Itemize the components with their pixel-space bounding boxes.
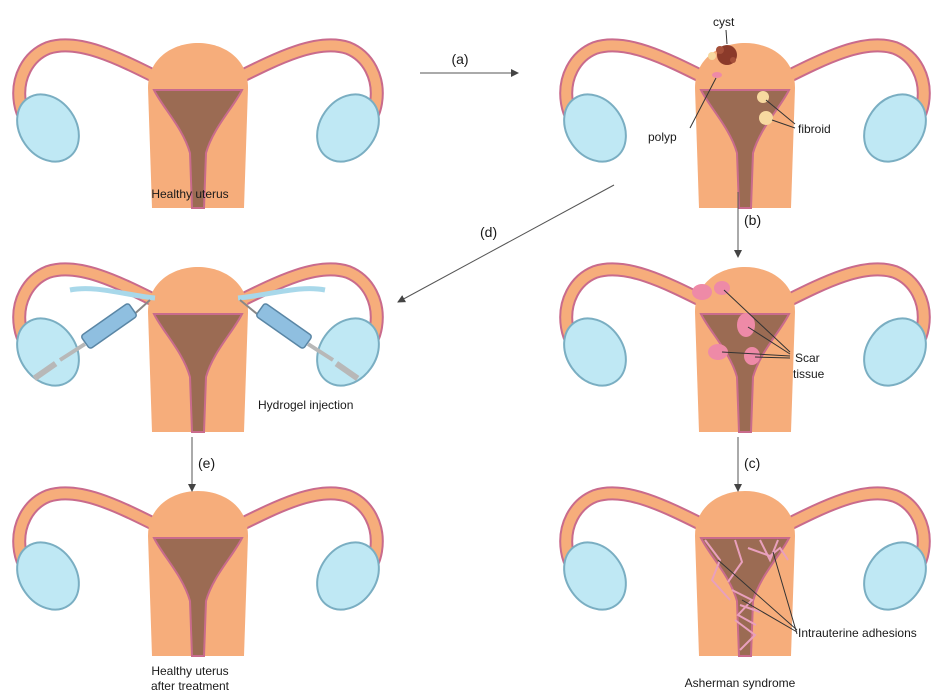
- step-b-label: (b): [744, 212, 761, 228]
- adhesion-label: Intrauterine adhesions: [798, 626, 917, 640]
- panel-diseased-uterus: cyst polyp fibroid: [551, 15, 938, 208]
- scar-label-line2: tissue: [793, 367, 825, 381]
- treated-caption-line2: after treatment: [151, 679, 230, 693]
- panel-hydrogel-injection: Hydrogel injection: [4, 267, 391, 432]
- asherman-caption: Asherman syndrome: [685, 676, 796, 690]
- step-d-label: (d): [480, 224, 497, 240]
- hydrogel-injection-caption: Hydrogel injection: [258, 398, 353, 412]
- step-c-label: (c): [744, 455, 760, 471]
- polyp-label: polyp: [648, 130, 677, 144]
- scar-label-line1: Scar: [795, 351, 820, 365]
- fibroid-label: fibroid: [798, 122, 831, 136]
- healthy-uterus-caption: Healthy uterus: [151, 187, 228, 201]
- cyst-leader: [726, 30, 727, 44]
- cyst-label: cyst: [713, 15, 735, 29]
- panel-scar-tissue: Scar tissue: [551, 267, 938, 432]
- treated-caption-line1: Healthy uterus: [151, 664, 228, 678]
- panel-healthy-uterus: Healthy uterus: [4, 43, 391, 208]
- step-a-label: (a): [451, 51, 468, 67]
- panel-treated-uterus: Healthy uterus after treatment: [4, 491, 391, 693]
- panel-asherman: Intrauterine adhesions Asherman syndrome: [551, 491, 938, 690]
- step-e-label: (e): [198, 455, 215, 471]
- polyp-mark: [712, 72, 722, 78]
